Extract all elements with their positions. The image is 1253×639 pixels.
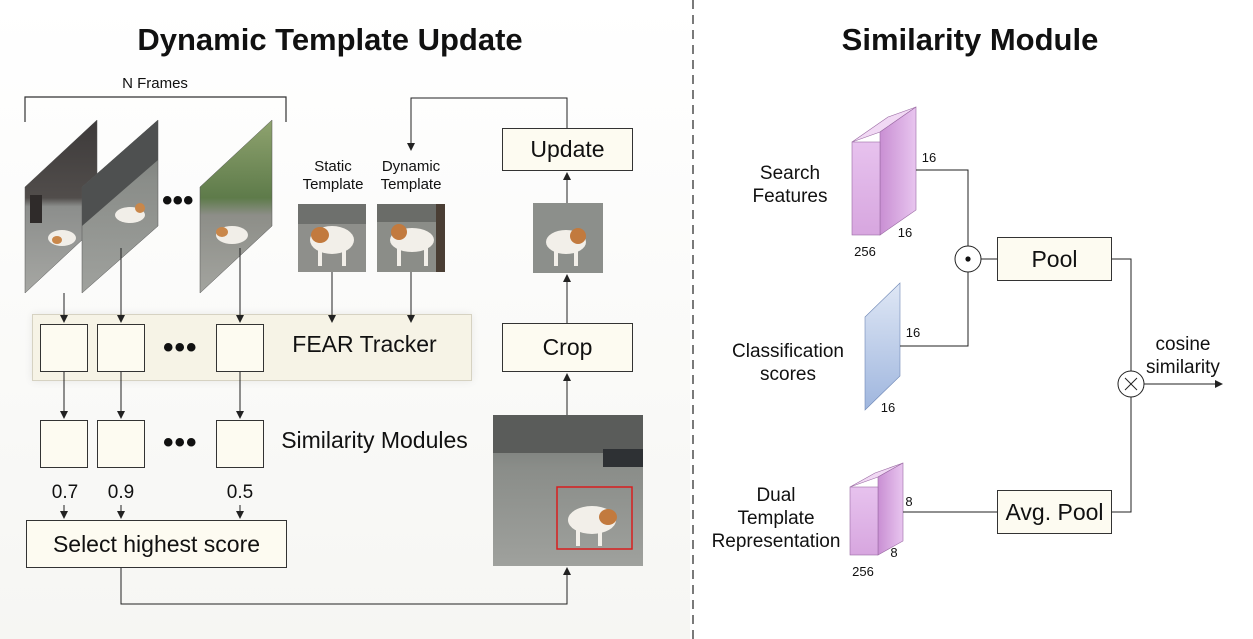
dynamic-template-label: Dynamic Template	[380, 158, 442, 193]
fear-tracker-label: FEAR Tracker	[292, 331, 437, 357]
target-bounding-box	[556, 486, 633, 550]
similarity-module-unit	[97, 420, 145, 468]
search-frame-image	[493, 415, 643, 566]
crop-box: Crop	[502, 323, 633, 372]
cosine-similarity-label: cosine similarity	[1146, 334, 1220, 378]
tracker-unit	[216, 324, 264, 372]
cosine-product-node	[1117, 370, 1145, 398]
search-features-cuboid	[851, 106, 917, 236]
search-features-label: Search Features	[752, 163, 828, 207]
score-label: 0.5	[226, 482, 254, 503]
video-frame	[81, 119, 159, 294]
n-frames-label: N Frames	[122, 75, 188, 92]
dual-dim-label: 8	[890, 545, 898, 560]
static-template-image	[298, 204, 366, 272]
dual-template-cuboid	[849, 462, 904, 556]
similarity-module-unit	[216, 420, 264, 468]
update-box: Update	[502, 128, 633, 171]
dynamic-template-image	[377, 204, 445, 272]
dual-dim-label: 256	[852, 564, 874, 579]
cropped-template-image	[533, 203, 603, 273]
search-dim-label: 16	[897, 225, 913, 240]
similarity-ellipsis: •••	[163, 426, 198, 459]
similarity-module-unit	[40, 420, 88, 468]
similarity-module-connectors	[900, 169, 1223, 513]
pool-box: Pool	[997, 237, 1112, 281]
score-label: 0.7	[51, 482, 79, 503]
right-panel-title: Similarity Module	[841, 22, 1099, 57]
score-label: 0.9	[107, 482, 135, 503]
tracker-unit	[97, 324, 145, 372]
similarity-modules-label: Similarity Modules	[281, 427, 468, 453]
left-panel-title: Dynamic Template Update	[137, 22, 523, 57]
frame-to-tracker-arrows	[60, 97, 571, 605]
avg-pool-box: Avg. Pool	[997, 490, 1112, 534]
n-frames-bracket	[24, 96, 287, 122]
dual-dim-label: 8	[905, 494, 913, 509]
video-frame	[199, 119, 273, 294]
dual-template-label: Dual Template Representation	[711, 485, 841, 552]
static-template-label: Static Template	[302, 158, 364, 193]
tracker-unit	[40, 324, 88, 372]
search-dim-label: 256	[854, 244, 876, 259]
classification-plane	[864, 282, 901, 411]
select-highest-score-box: Select highest score	[26, 520, 287, 568]
elementwise-product-node	[954, 245, 982, 273]
class-dim-label: 16	[905, 325, 921, 340]
search-dim-label: 16	[921, 150, 937, 165]
classification-scores-label: Classification scores	[732, 341, 844, 385]
frames-ellipsis: •••	[162, 184, 194, 217]
tracker-ellipsis: •••	[163, 331, 198, 364]
class-dim-label: 16	[880, 400, 896, 415]
